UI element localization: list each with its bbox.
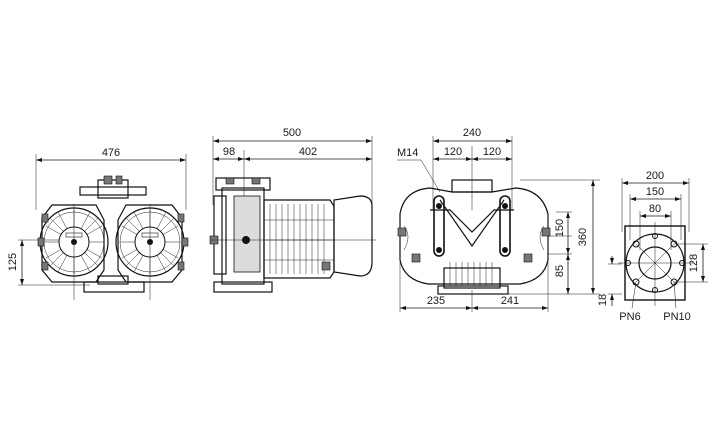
motor-head-left <box>37 204 109 283</box>
dim-360: 360 <box>577 228 589 246</box>
dim-476: 476 <box>102 147 120 159</box>
motor-head-right <box>115 204 189 283</box>
dim-200: 200 <box>646 170 664 182</box>
dim-500: 500 <box>283 127 301 139</box>
label-pn6: PN6 <box>619 311 640 323</box>
dim-402: 402 <box>299 146 317 158</box>
dim-85: 85 <box>554 265 566 277</box>
dim-80: 80 <box>649 203 661 215</box>
dim-18: 18 <box>597 294 609 306</box>
thread-label: M14 <box>397 147 418 159</box>
flange-view: 200 150 80 <box>597 170 708 323</box>
front-view: 476 125 <box>7 147 189 300</box>
dim-150-flange: 150 <box>646 186 664 198</box>
dim-150-vertical: 150 <box>554 219 566 237</box>
dim-128: 128 <box>688 254 700 272</box>
dim-120-right: 120 <box>483 146 501 158</box>
label-pn10: PN10 <box>663 311 691 323</box>
dim-125: 125 <box>7 253 19 271</box>
top-hatching <box>449 262 493 286</box>
side-view: 500 98 402 <box>209 127 376 293</box>
top-view: 240 120 120 M14 <box>397 127 600 312</box>
dim-241: 241 <box>501 295 519 307</box>
dim-120-left: 120 <box>444 146 462 158</box>
dim-98: 98 <box>223 146 235 158</box>
dim-235: 235 <box>427 295 445 307</box>
dim-240: 240 <box>463 127 481 139</box>
